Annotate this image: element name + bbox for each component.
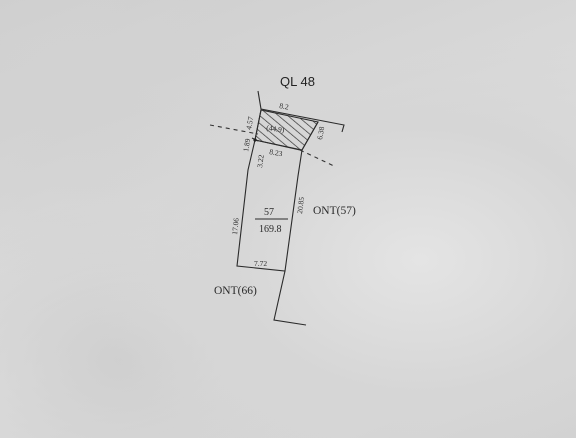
neighbor-boundary-line: [273, 270, 307, 326]
dim-left-long: 17.06: [230, 217, 241, 235]
dim-right-top: 6.38: [315, 126, 326, 141]
road-corridor-area: [254, 109, 319, 151]
neighbor-label-right: ONT(57): [313, 205, 356, 217]
road-label: QL 48: [280, 74, 315, 89]
setback-line-right: [299, 149, 335, 167]
dim-left-inner: 3.22: [255, 154, 266, 168]
parcel-number: 57: [264, 207, 274, 218]
dim-bottom-width: 7.72: [254, 259, 267, 268]
neighbor-label-left-bottom: ONT(66): [214, 285, 257, 297]
setback-line-left: [209, 124, 259, 135]
corridor-area-label: (44.9): [266, 123, 286, 135]
inner-width-line: [254, 139, 301, 151]
dim-right-long: 20.85: [295, 196, 306, 214]
parcel-area: 169.8: [259, 224, 282, 235]
road-boundary-line: [257, 90, 345, 133]
dim-inner-width: 8.23: [269, 147, 284, 158]
dim-left-top: 4.57: [244, 116, 255, 131]
parcel-boundary: [236, 109, 319, 272]
vertex-point: [253, 138, 257, 142]
dim-left-mid: 1.89: [241, 138, 252, 153]
dim-top-width: 8.2: [279, 101, 290, 112]
